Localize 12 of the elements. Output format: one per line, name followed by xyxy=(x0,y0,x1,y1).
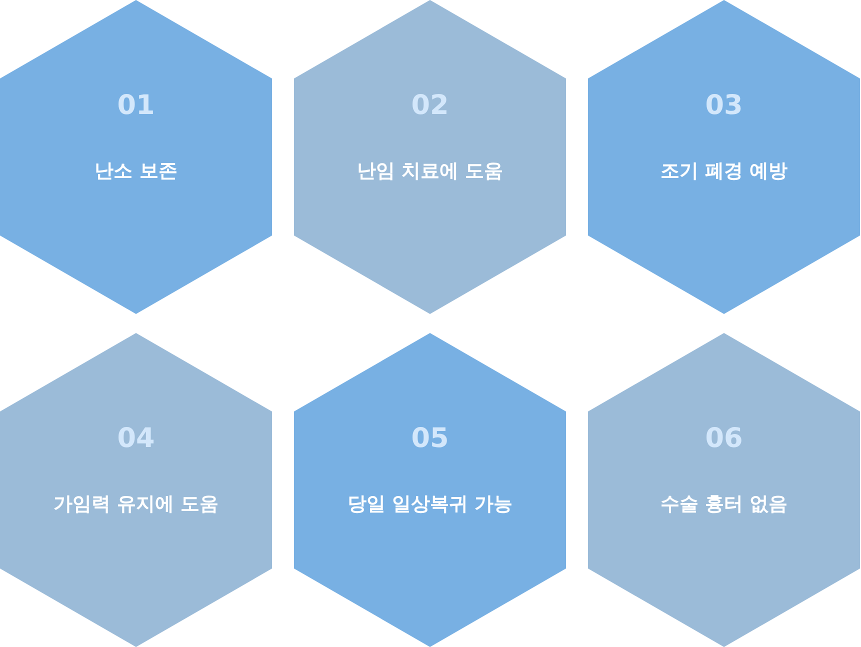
benefit-text: 당일 일상복귀 가능 xyxy=(347,492,513,517)
benefit-text: 조기 폐경 예방 xyxy=(660,159,788,184)
benefit-text: 난소 보존 xyxy=(94,159,178,184)
benefit-text: 난임 치료에 도움 xyxy=(356,159,504,184)
step-number: 06 xyxy=(705,422,743,456)
benefit-text: 가임력 유지에 도움 xyxy=(53,492,219,517)
step-number: 02 xyxy=(411,89,449,123)
step-number: 03 xyxy=(705,89,743,123)
step-number: 05 xyxy=(411,422,449,456)
step-number: 04 xyxy=(117,422,155,456)
step-number: 01 xyxy=(117,89,155,123)
benefit-text: 수술 흉터 없음 xyxy=(660,492,788,517)
